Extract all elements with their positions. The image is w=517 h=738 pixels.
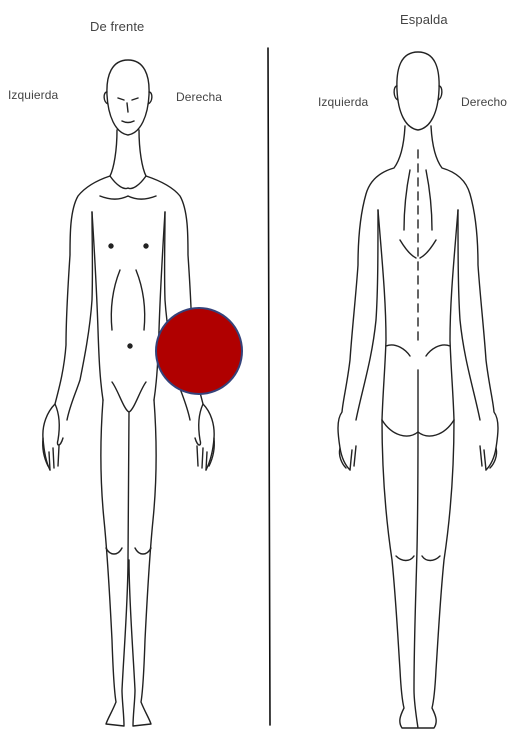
back-figure — [338, 52, 498, 728]
pain-location-marker — [155, 307, 243, 395]
back-view-title: Espalda — [400, 12, 448, 27]
front-left-label: Izquierda — [8, 88, 58, 102]
back-head — [397, 52, 439, 130]
divider-line — [268, 48, 270, 725]
back-legs — [382, 420, 454, 728]
front-right-label: Derecha — [176, 90, 222, 104]
back-left-label: Izquierda — [318, 95, 368, 109]
front-head — [107, 60, 149, 135]
front-legs — [101, 400, 156, 726]
front-view-title: De frente — [90, 19, 144, 34]
back-right-label: Derecho — [461, 95, 507, 109]
